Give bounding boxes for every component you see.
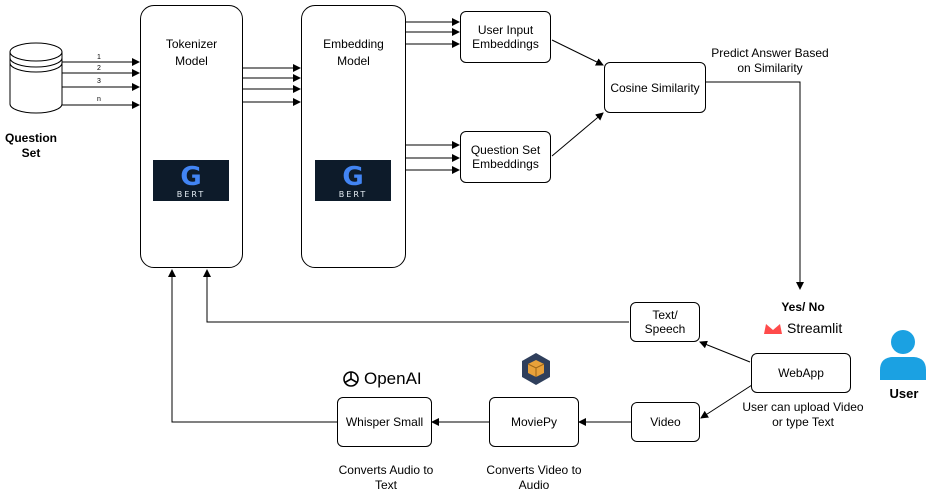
moviepy-box: MoviePy bbox=[489, 397, 579, 447]
moviepy-note: Converts Video to Audio bbox=[486, 463, 582, 492]
bert-logo-embedding: G BERT bbox=[315, 160, 391, 201]
bert-logo-tokenizer: G BERT bbox=[153, 160, 229, 201]
qs-line-label-1: 1 bbox=[97, 54, 101, 61]
embedding-title: Embedding Model bbox=[323, 37, 384, 68]
whisper-small-box: Whisper Small bbox=[337, 397, 432, 447]
embedding-model-box: Embedding Model bbox=[301, 5, 406, 268]
question-set-label: Question Set bbox=[4, 131, 57, 160]
user-input-embeddings-box: User Input Embeddings bbox=[460, 11, 551, 63]
question-set-embeddings-box: Question Set Embeddings bbox=[460, 131, 551, 183]
moviepy-logo-icon bbox=[522, 353, 550, 385]
google-g-icon: G bbox=[180, 162, 202, 192]
tokenizer-model-box: Tokenizer Model bbox=[140, 5, 243, 268]
user-label: User bbox=[889, 386, 919, 401]
streamlit-logo: Streamlit bbox=[763, 320, 842, 336]
qs-line-label-2: 2 bbox=[97, 65, 101, 72]
user-icon bbox=[880, 330, 926, 380]
tokenizer-title: Tokenizer Model bbox=[165, 37, 218, 68]
cosine-similarity-box: Cosine Similarity bbox=[604, 62, 706, 113]
video-box: Video bbox=[631, 402, 700, 442]
qs-line-label-3: 3 bbox=[97, 78, 101, 85]
database-icon bbox=[9, 42, 63, 114]
yes-no-label: Yes/ No bbox=[781, 300, 825, 314]
qs-line-label-n: n bbox=[97, 96, 101, 103]
google-g-icon: G bbox=[342, 162, 364, 192]
whisper-note: Converts Audio to Text bbox=[338, 463, 434, 492]
openai-icon bbox=[343, 371, 359, 387]
text-speech-box: Text/ Speech bbox=[630, 302, 700, 342]
webapp-note: User can upload Video or type Text bbox=[742, 400, 864, 429]
webapp-box: WebApp bbox=[751, 353, 851, 393]
predict-label: Predict Answer Based on Similarity bbox=[711, 46, 829, 75]
streamlit-crown-icon bbox=[764, 323, 782, 334]
openai-logo: OpenAI bbox=[341, 369, 422, 389]
